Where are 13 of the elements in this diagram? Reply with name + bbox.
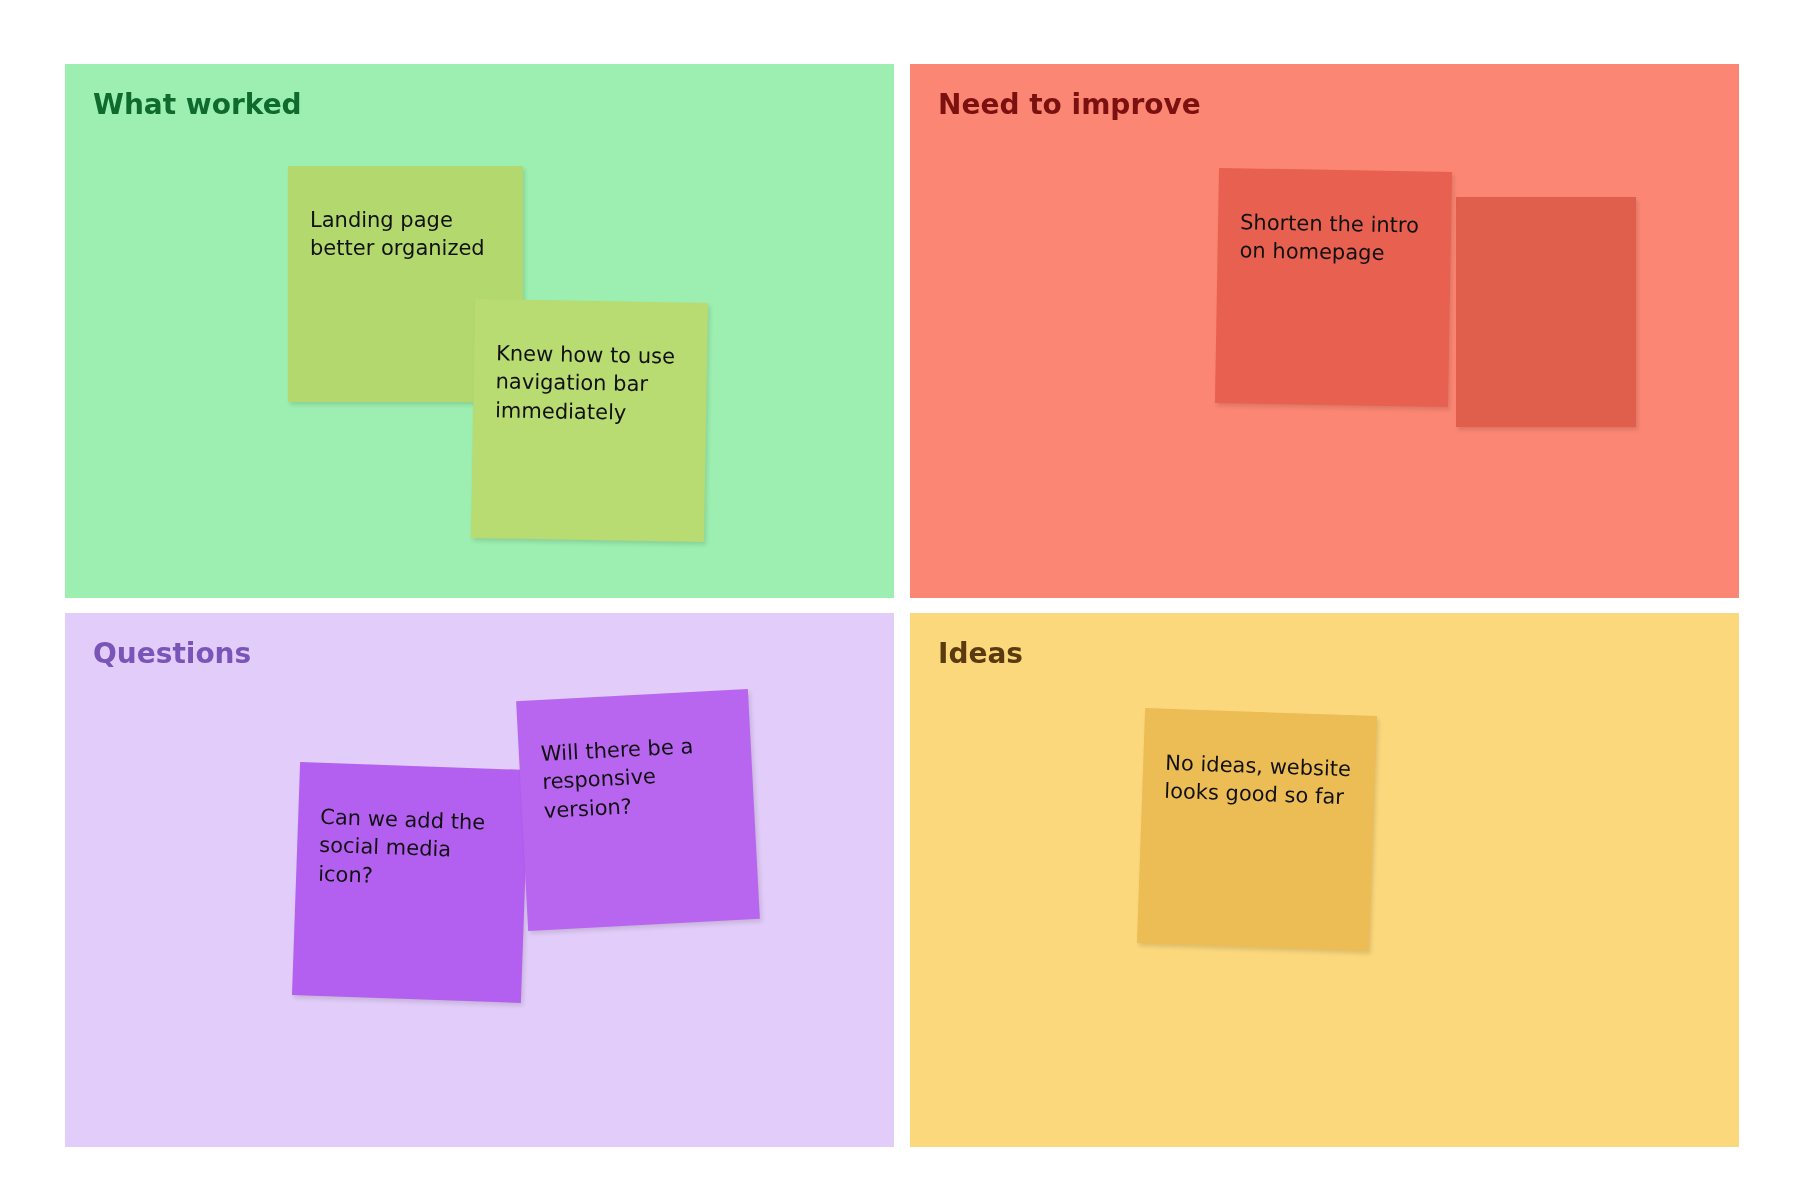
sticky-note: Will there be a responsive version?	[516, 689, 760, 931]
sticky-note: Knew how to use navigation bar immediately	[470, 299, 709, 542]
quadrant-panel	[65, 613, 894, 1147]
panel-heading: Questions	[93, 637, 252, 670]
panel-heading: Ideas	[938, 637, 1023, 670]
quadrant-panel	[910, 613, 1739, 1147]
sticky-note: No ideas, website looks good so far	[1136, 708, 1378, 951]
quadrant-panel	[910, 64, 1739, 598]
quadrant-panel	[65, 64, 894, 598]
panel-heading: Need to improve	[938, 88, 1201, 121]
sticky-note	[1456, 197, 1636, 427]
panel-heading: What worked	[93, 88, 302, 121]
sticky-note: Shorten the intro on homepage	[1214, 168, 1453, 407]
